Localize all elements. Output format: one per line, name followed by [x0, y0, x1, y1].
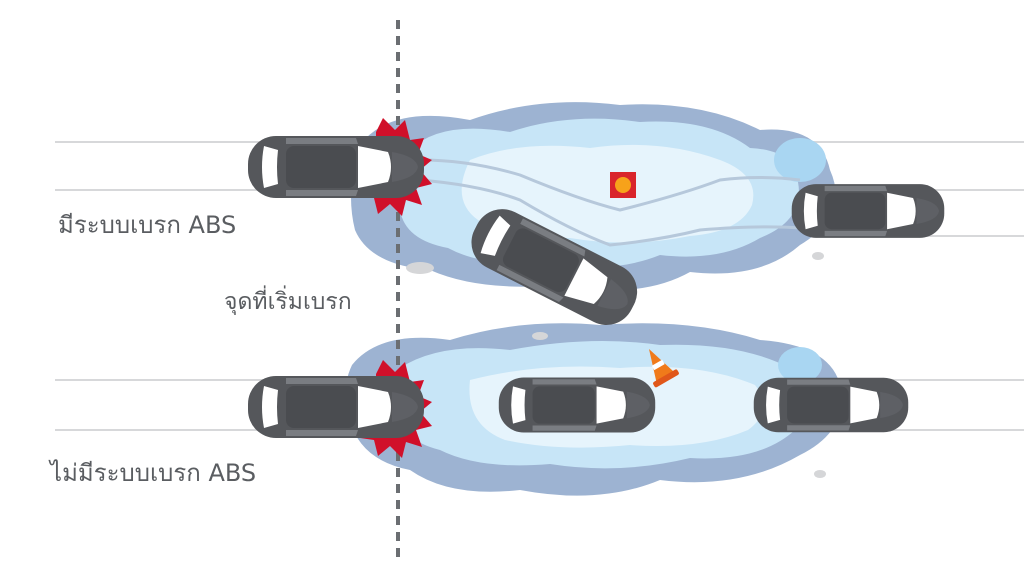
car-abs-end — [791, 184, 945, 238]
car-abs-start — [248, 136, 424, 198]
traffic-cone-icon — [649, 348, 679, 388]
car-noabs-end — [753, 377, 909, 433]
car-noabs-start — [248, 376, 424, 438]
skid-trails-top — [419, 158, 801, 247]
label-without-abs: ไม่มีระบบเบรก ABS — [50, 459, 257, 487]
car-noabs-mid — [498, 377, 656, 433]
label-brake-point: จุดที่เริ่มเบรก — [224, 289, 352, 315]
label-with-abs: มีระบบเบรก ABS — [58, 211, 237, 239]
obstacle-block-icon — [610, 172, 636, 198]
